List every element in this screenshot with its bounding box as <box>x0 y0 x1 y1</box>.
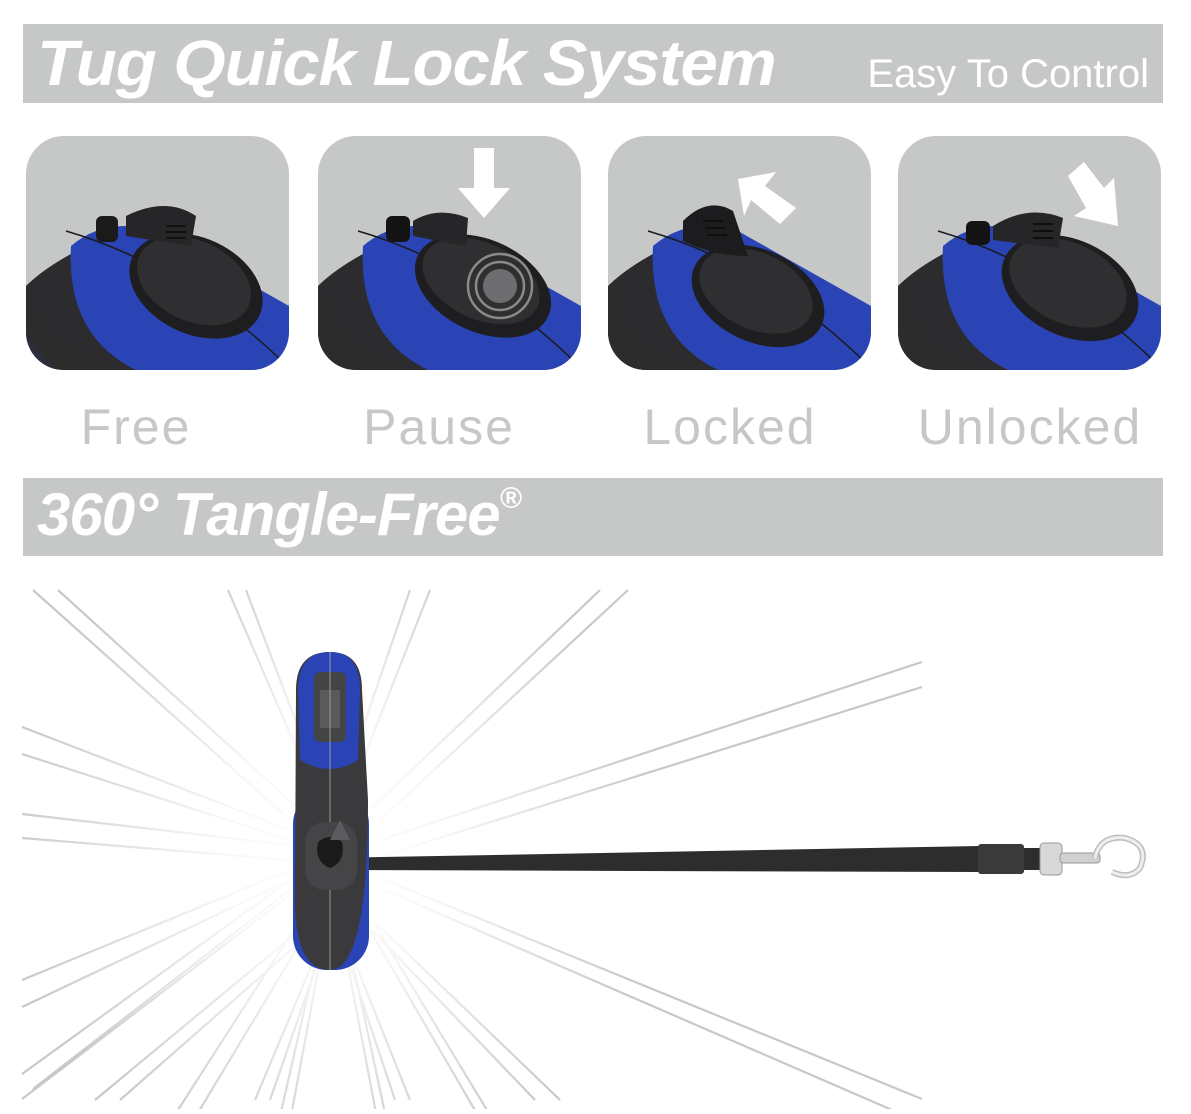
state-label-pause: Pause <box>363 399 515 455</box>
tangle-free-title: 360° Tangle-Free® <box>37 481 522 548</box>
registered-mark: ® <box>499 482 522 515</box>
header-title: Tug Quick Lock System <box>37 27 777 99</box>
state-label-locked: Locked <box>643 399 817 455</box>
state-label-unlocked: Unlocked <box>917 399 1143 455</box>
leash-strap <box>330 846 980 872</box>
leash-sleeve <box>978 844 1024 874</box>
leash-button-illustration <box>26 206 289 370</box>
tangle-free-banner: 360° Tangle-Free® <box>23 478 1163 556</box>
state-panel-free <box>26 136 289 370</box>
state-panel-locked <box>608 136 871 370</box>
tangle-free-illustration <box>0 520 1191 1114</box>
state-panel-pause <box>318 136 581 370</box>
arrow-down-icon <box>458 148 510 218</box>
snap-hook-icon <box>1039 834 1146 879</box>
radiating-lines <box>0 520 1146 1114</box>
arrow-down-right-icon <box>1068 162 1118 226</box>
header-subtitle: Easy To Control <box>867 52 1149 96</box>
state-panel-unlocked <box>898 136 1161 370</box>
header-banner: Tug Quick Lock System Easy To Control <box>23 24 1163 103</box>
leash-handle <box>293 652 369 970</box>
arrow-up-left-icon <box>738 172 796 224</box>
state-label-free: Free <box>80 399 192 455</box>
